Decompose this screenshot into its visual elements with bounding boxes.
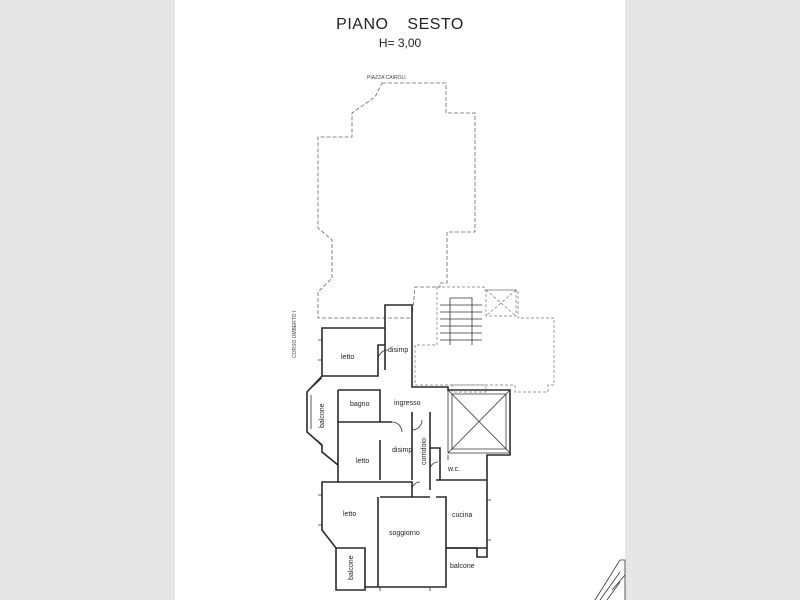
room-label-balcone-bottom-left: balcone [348, 555, 355, 580]
apartment-outer-wall [306, 304, 511, 591]
room-label-ingresso: ingresso [394, 400, 421, 407]
adjacent-building-outline [317, 82, 476, 319]
street-label-top: PIAZZA CAIROLI [367, 75, 406, 81]
room-label-bagno: bagno [350, 401, 370, 408]
room-label-balcone-left: balcone [319, 403, 326, 428]
room-label-disimp-1: disimp [388, 347, 408, 354]
room-label-balcone-bottom-right: balcone [450, 563, 475, 570]
room-label-wc: w.c. [447, 466, 460, 473]
plan-title: PIANO SESTO [336, 16, 464, 33]
room-label-letto-3: letto [343, 511, 356, 518]
room-label-soggiorno: soggiorno [389, 530, 420, 537]
room-label-corridoio: corridoio [421, 438, 428, 465]
north-arrow-mark [594, 559, 626, 600]
left-balcony [306, 377, 323, 447]
floor-height: H= 3,00 [378, 36, 422, 50]
light-well-diagonal [447, 389, 511, 454]
lift-shaft [485, 289, 517, 317]
street-label-left: CORSO UMBERTO I [292, 311, 298, 358]
stair-steps [440, 297, 482, 345]
window-marks [318, 339, 491, 591]
interior-walls [322, 328, 487, 587]
room-label-letto-1: letto [341, 354, 354, 361]
room-label-cucina: cucina [452, 512, 472, 519]
floor-plan-sheet: PIANO SESTO H= 3,00 [175, 0, 625, 600]
room-label-disimp-2: disimp [392, 447, 412, 454]
lift-diagonal [485, 289, 517, 317]
stairwell-outline [414, 286, 555, 393]
room-label-letto-2: letto [356, 458, 369, 465]
door-arcs [377, 349, 439, 491]
light-well-inner [451, 393, 507, 450]
stair-landing [451, 384, 487, 393]
